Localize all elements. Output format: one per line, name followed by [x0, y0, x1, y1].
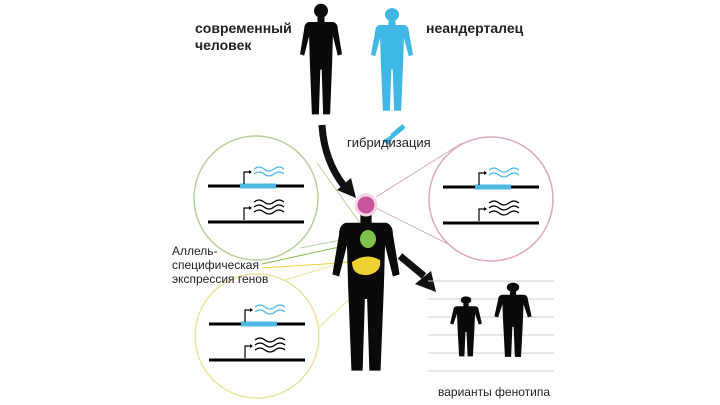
- brain-organ-icon: [354, 193, 378, 217]
- neanderthal-label: неандерталец: [426, 20, 524, 36]
- phenotype-variants-label: варианты фенотипа: [438, 385, 551, 399]
- hybridization-label: гибридизация: [347, 135, 431, 150]
- modern-human-icon: [300, 3, 342, 115]
- liver-organ-icon: [352, 256, 381, 276]
- neanderthal-icon: [371, 8, 413, 111]
- hybridization-arrow-icon: [318, 124, 406, 198]
- allele-expression-label: Аллель- специфическая экспрессия генов: [172, 244, 269, 286]
- liver-expression-circle: [194, 273, 320, 399]
- phenotype-variant-1-icon: [450, 296, 482, 357]
- lung-expression-circle: [193, 135, 319, 261]
- phenotype-arrow-icon: [397, 253, 436, 292]
- phenotype-variant-2-icon: [494, 282, 532, 357]
- phenotype-grid: [428, 280, 554, 372]
- modern-human-label: современный человек: [195, 20, 292, 53]
- lung-organ-icon: [360, 230, 376, 248]
- brain-expression-circle: [428, 136, 554, 262]
- hybrid-human-icon: [332, 193, 400, 371]
